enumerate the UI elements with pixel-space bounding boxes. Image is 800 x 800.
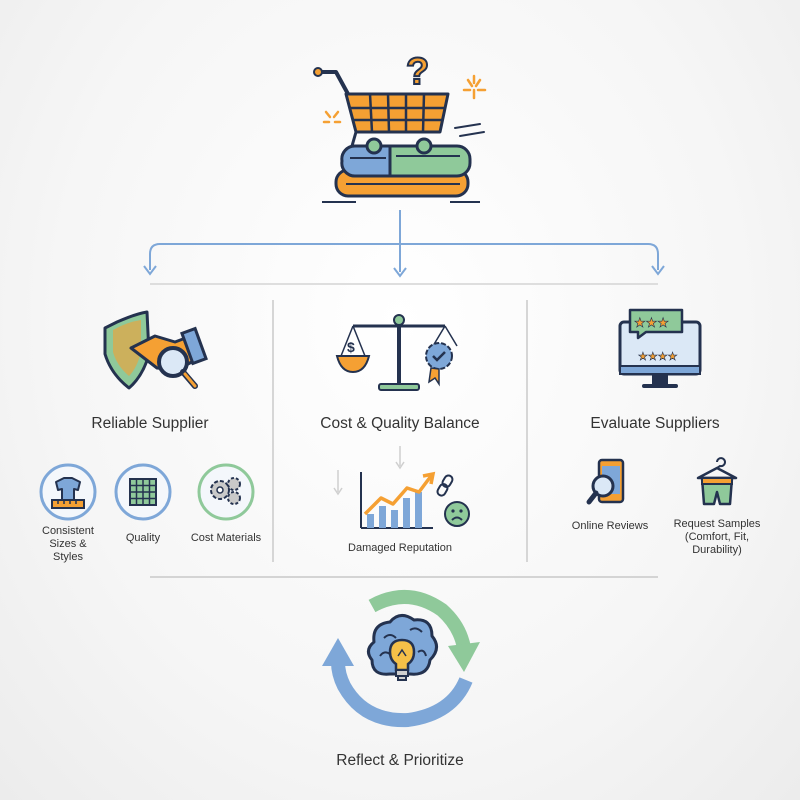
- gears-icon: [197, 463, 255, 521]
- column-evaluate-suppliers: ★★★ ★★★★ Evaluate Suppliers Online Revie…: [530, 300, 780, 570]
- bottom-divider: [150, 576, 658, 578]
- phone-magnifier-icon: [586, 458, 625, 505]
- column-heading: Reliable Supplier: [91, 415, 209, 432]
- svg-text:★★★★: ★★★★: [638, 350, 678, 363]
- column-heading: Evaluate Suppliers: [590, 415, 720, 432]
- item-request-samples: Request Samples (Comfort, Fit, Durabilit…: [662, 456, 772, 557]
- brain-lightbulb-cycle-icon: [322, 589, 480, 728]
- column-divider-right: [526, 300, 528, 562]
- item-online-reviews: Online Reviews: [560, 456, 660, 533]
- svg-text:?: ?: [406, 51, 429, 93]
- item-label: Quality: [125, 532, 161, 544]
- shield-handshake-magnifier-icon: [103, 310, 208, 390]
- top-cart-illustration: ?: [300, 28, 510, 208]
- item-cost-materials: Cost Materials: [180, 462, 272, 545]
- bottom-label: Reflect & Prioritize: [336, 752, 464, 769]
- bottom-cycle-illustration: [318, 589, 488, 730]
- svg-text:★★★: ★★★: [634, 316, 669, 331]
- column-heading: Cost & Quality Balance: [320, 415, 480, 432]
- hanger-shorts-icon: [696, 457, 738, 506]
- column-divider-left: [272, 300, 274, 562]
- shopping-cart-with-folded-clothes-icon: ?: [313, 50, 487, 203]
- svg-text:$: $: [347, 339, 355, 355]
- balance-scale-badge-icon: $: [335, 314, 458, 391]
- monitor-star-ratings-icon: ★★★ ★★★★: [618, 308, 702, 388]
- item-label: Request Samples (Comfort, Fit, Durabilit…: [673, 518, 761, 556]
- fabric-grid-icon: [114, 463, 172, 521]
- item-label: Consistent Sizes & Styles: [42, 525, 94, 563]
- faded-arrows: [333, 446, 405, 496]
- column-reliable-supplier: Reliable Supplier Consistent Sizes & Sty…: [30, 300, 270, 570]
- branch-connector-arrows: [143, 210, 665, 285]
- item-label: Cost Materials: [190, 532, 262, 544]
- bar-chart-trend-sad-face-icon: [360, 471, 470, 529]
- column-cost-quality-balance: $ Cost & Quality Balance Damaged Reputat…: [275, 300, 525, 570]
- item-label: Online Reviews: [571, 520, 649, 532]
- item-consistent-sizes: Consistent Sizes & Styles: [30, 462, 106, 564]
- item-quality: Quality: [112, 462, 174, 545]
- item-label: Damaged Reputation: [348, 542, 452, 554]
- tshirt-ruler-icon: [39, 463, 97, 521]
